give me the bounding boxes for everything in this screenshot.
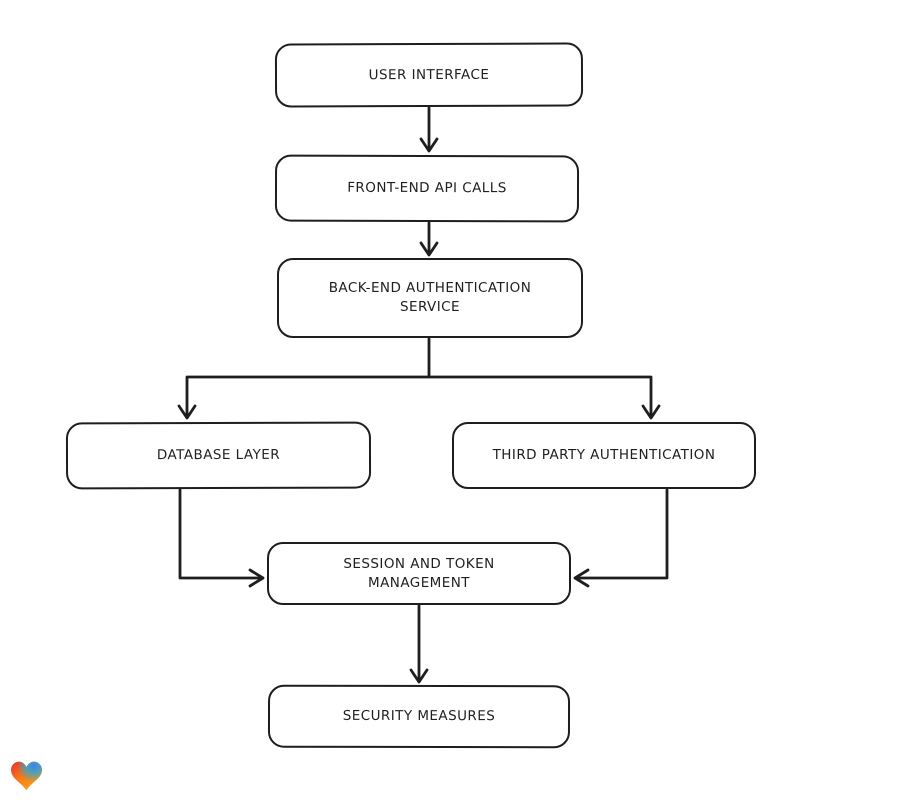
gradient-heart-logo[interactable] xyxy=(11,761,42,791)
arrow-ui-to-frontend xyxy=(419,106,439,153)
node-frontend-api-calls: FRONT-END API CALLS xyxy=(274,154,580,223)
node-third-party-authentication: THIRD PARTY AUTHENTICATION xyxy=(452,422,756,489)
node-label: SESSION AND TOKEN MANAGEMENT xyxy=(343,555,495,591)
arrow-frontend-to-backend xyxy=(419,221,439,257)
node-label: SECURITY MEASURES xyxy=(342,707,496,725)
node-database-layer: DATABASE LAYER xyxy=(65,421,372,490)
node-label: DATABASE LAYER xyxy=(156,446,281,464)
node-session-token-management: SESSION AND TOKEN MANAGEMENT xyxy=(267,542,571,605)
node-backend-auth-service: BACK-END AUTHENTICATION SERVICE xyxy=(277,258,583,338)
node-user-interface: USER INTERFACE xyxy=(274,42,584,108)
arrow-backend-branch xyxy=(177,337,661,420)
node-label: THIRD PARTY AUTHENTICATION xyxy=(492,447,716,463)
node-label: FRONT-END API CALLS xyxy=(347,179,507,197)
arrow-session-to-security xyxy=(409,604,429,684)
arrow-thirdparty-to-session xyxy=(573,488,669,588)
node-security-measures: SECURITY MEASURES xyxy=(267,684,571,749)
arrow-database-to-session xyxy=(178,488,265,588)
node-label: USER INTERFACE xyxy=(368,66,490,83)
node-label: BACK-END AUTHENTICATION SERVICE xyxy=(328,280,532,315)
